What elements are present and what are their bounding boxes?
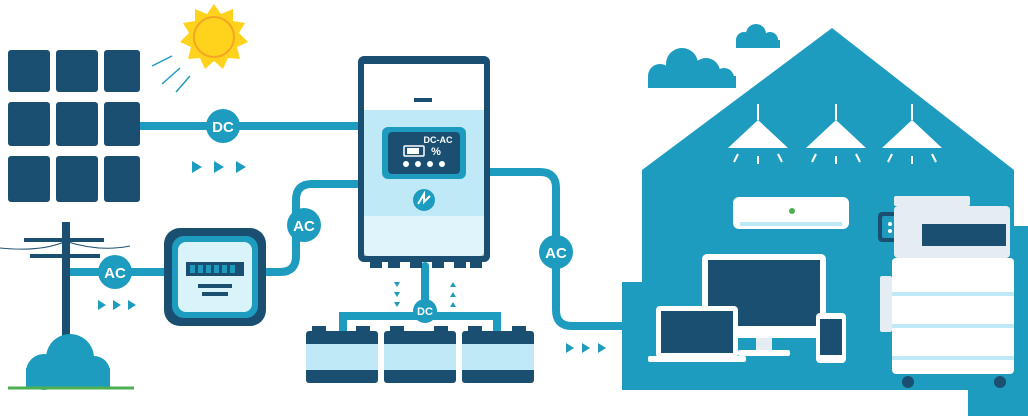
battery-3 xyxy=(462,326,534,383)
ac-grid-badge: AC xyxy=(98,255,132,289)
dc-battery-badge: DC xyxy=(413,299,437,323)
printer-icon xyxy=(878,196,1014,388)
ac-house-label: AC xyxy=(545,245,567,262)
lamp-2 xyxy=(806,104,866,164)
cloud-icon xyxy=(648,24,780,88)
meter-icon xyxy=(164,228,266,326)
flow-arrows xyxy=(98,161,606,353)
battery-2 xyxy=(384,326,456,383)
wires xyxy=(66,122,626,334)
battery-flow-arrows xyxy=(394,282,456,307)
ac-inverter-badge: AC xyxy=(287,208,321,242)
ac-inverter-label: AC xyxy=(293,218,315,235)
ac-house-badge: AC xyxy=(539,235,573,269)
screen-title: DC-AC xyxy=(424,135,453,145)
lamp-3 xyxy=(882,104,942,164)
cloud-icon xyxy=(26,334,110,390)
screen-percent: % xyxy=(431,146,441,158)
sun-icon xyxy=(151,4,248,93)
ac-grid-label: AC xyxy=(104,265,126,282)
battery-icon xyxy=(306,326,534,383)
lamp-icon xyxy=(728,104,942,164)
dc-panel-badge: DC xyxy=(206,109,240,143)
cloud-large xyxy=(648,48,736,88)
solar-panel-icon xyxy=(8,50,140,202)
cloud-small xyxy=(736,24,780,48)
air-conditioner-icon xyxy=(733,197,849,229)
dc-battery-label: DC xyxy=(417,306,433,318)
inverter-icon: DC-AC % xyxy=(358,56,490,268)
laptop-icon xyxy=(648,306,746,362)
power-pole-icon xyxy=(0,222,131,388)
dc-panel-label: DC xyxy=(212,119,234,136)
battery-1 xyxy=(306,326,378,383)
battery-level-icon xyxy=(403,145,425,157)
phone-icon xyxy=(816,313,846,363)
lamp-1 xyxy=(728,104,788,164)
